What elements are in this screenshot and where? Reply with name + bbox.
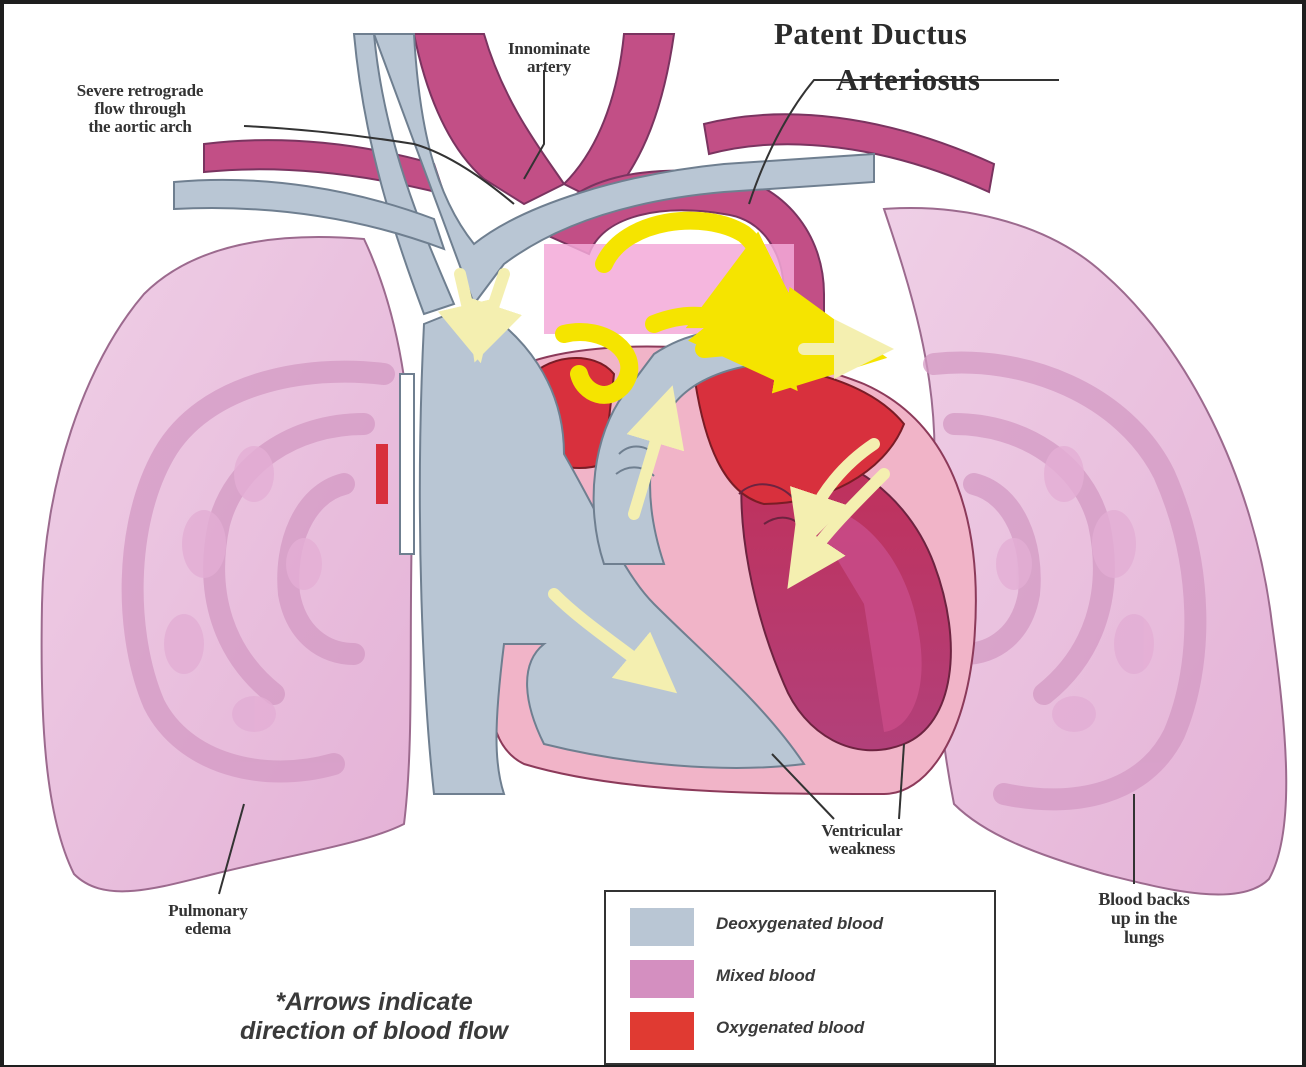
legend: Deoxygenated blood Mixed blood Oxygenate…	[604, 890, 996, 1065]
legend-item-oxygenated: Oxygenated blood	[624, 1010, 994, 1054]
arrows-note: *Arrows indicate direction of blood flow	[174, 988, 574, 1046]
heart	[376, 304, 976, 794]
label-retrograde-flow: Severe retrograde flow through the aorti…	[10, 82, 270, 136]
legend-swatch	[630, 1012, 694, 1050]
diagram-title-line1: Patent Ductus	[774, 16, 967, 52]
label-pulmonary-edema: Pulmonary edema	[128, 902, 288, 938]
legend-label: Oxygenated blood	[716, 1018, 864, 1038]
diagram-title-line2: Arteriosus	[836, 62, 980, 98]
legend-item-mixed: Mixed blood	[624, 958, 994, 1002]
legend-swatch	[630, 960, 694, 998]
label-ventricular-weakness: Ventricular weakness	[782, 822, 942, 858]
legend-item-deoxygenated: Deoxygenated blood	[624, 906, 994, 950]
label-innominate-artery: Innominate artery	[464, 40, 634, 76]
legend-label: Deoxygenated blood	[716, 914, 883, 934]
label-blood-backs-up: Blood backs up in the lungs	[1054, 890, 1234, 947]
diagram-canvas: Patent Ductus Arteriosus Innominate arte…	[4, 4, 1302, 1065]
left-lung	[42, 237, 413, 891]
legend-swatch	[630, 908, 694, 946]
legend-label: Mixed blood	[716, 966, 815, 986]
